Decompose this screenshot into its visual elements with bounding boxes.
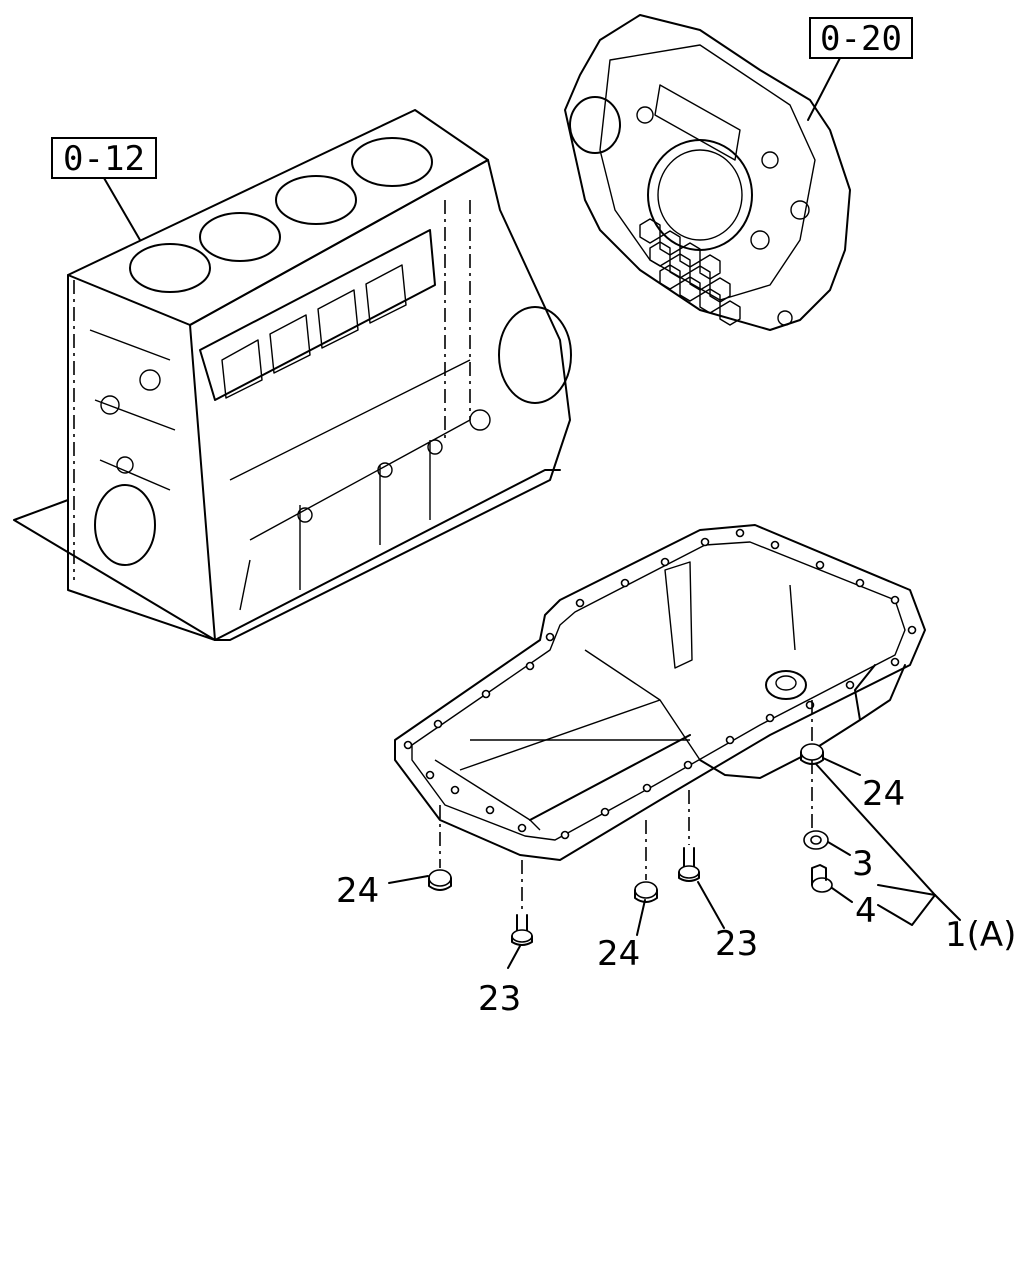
callout-3: 3 (852, 844, 874, 884)
callout-23-left: 23 (478, 979, 521, 1019)
flange-nut-left[interactable] (428, 869, 452, 891)
stud-bolt-middle[interactable] (678, 847, 700, 882)
callout-1a: 1(A) (945, 915, 1016, 955)
callout-4: 4 (855, 891, 877, 931)
callout-24-left: 24 (336, 871, 379, 911)
leader-flywheel-housing (807, 57, 841, 121)
reference-label-flywheel-housing: 0-20 (820, 19, 902, 59)
leader-cylinder-block (103, 177, 141, 241)
reference-box-cylinder-block[interactable]: 0-12 (51, 137, 157, 179)
flange-nut-middle[interactable] (634, 881, 658, 903)
callout-labels: 24 3 4 1(A) 24 24 23 23 (336, 774, 1016, 1019)
reference-box-flywheel-housing[interactable]: 0-20 (809, 17, 913, 59)
flywheel-housing-drawing (564, 14, 851, 331)
callout-leaders (388, 757, 961, 969)
cylinder-block-drawing (13, 109, 572, 641)
callout-23-middle: 23 (715, 924, 758, 964)
callout-24-middle: 24 (597, 934, 640, 974)
callout-24-right: 24 (862, 774, 905, 814)
stud-bolt-left[interactable] (511, 914, 533, 946)
drain-plug[interactable] (811, 864, 833, 893)
oil-pan-drawing (394, 524, 926, 861)
washer[interactable] (803, 830, 829, 850)
fasteners (428, 700, 833, 946)
reference-label-cylinder-block: 0-12 (63, 139, 145, 179)
